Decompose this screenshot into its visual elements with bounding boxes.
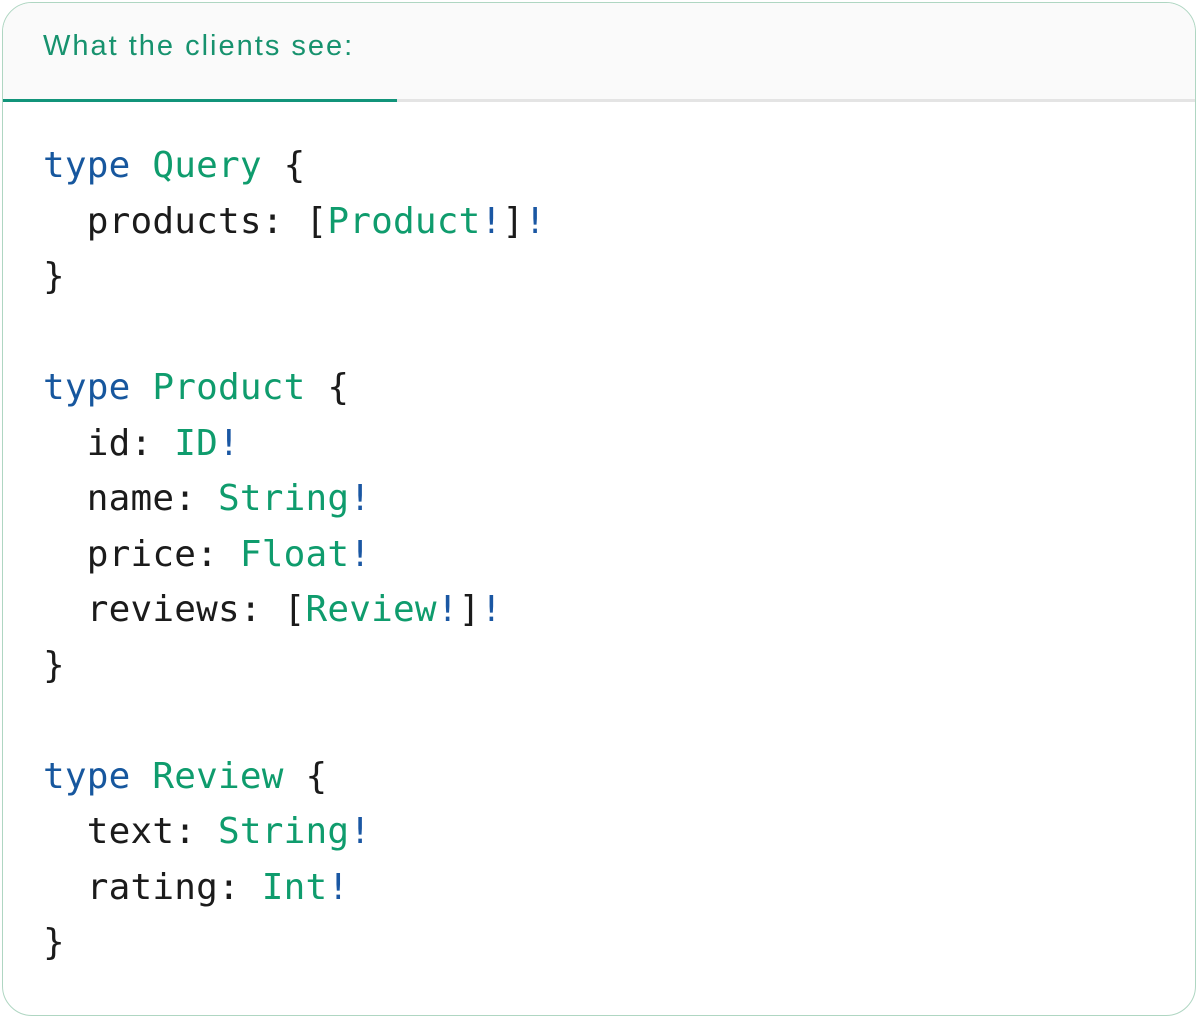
code-token-plain: { xyxy=(305,367,350,408)
code-token-plain xyxy=(131,145,153,186)
code-token-typename: Review xyxy=(305,589,437,630)
code-token-plain: name: xyxy=(43,478,218,519)
code-line: } xyxy=(43,638,1155,694)
code-token-keyword: type xyxy=(43,145,131,186)
code-token-typename: Review xyxy=(152,755,284,797)
code-block: type Query { products: [Product!]!}type … xyxy=(3,102,1195,1001)
code-token-typename: String xyxy=(218,478,350,519)
code-token-keyword: type xyxy=(43,367,131,408)
code-line: products: [Product!]! xyxy=(43,194,1155,250)
code-token-keyword: type xyxy=(43,755,131,797)
code-token-plain: products: [ xyxy=(43,200,328,242)
code-token-plain: id: xyxy=(43,422,175,464)
code-token-plain xyxy=(131,756,153,797)
code-line: type Review { xyxy=(43,749,1155,805)
code-line: type Query { xyxy=(43,138,1155,194)
code-token-typename: Query xyxy=(152,145,262,186)
code-line xyxy=(43,693,1155,749)
code-token-plain: ] xyxy=(502,200,525,242)
code-token-plain: ] xyxy=(458,589,481,630)
code-line: name: String! xyxy=(43,471,1155,527)
code-token-bang: ! xyxy=(218,422,240,464)
code-line: } xyxy=(43,249,1155,305)
code-line: } xyxy=(43,915,1155,971)
code-line: id: ID! xyxy=(43,416,1155,472)
code-token-bang: ! xyxy=(480,589,503,630)
code-token-typename: Product xyxy=(152,367,306,408)
tab-what-clients-see[interactable]: What the clients see: xyxy=(3,3,397,102)
code-token-plain: { xyxy=(261,145,306,186)
tab-bar: What the clients see: xyxy=(3,3,1195,102)
code-token-plain: price: xyxy=(43,533,240,575)
code-token-plain xyxy=(131,367,153,408)
code-line: text: String! xyxy=(43,804,1155,860)
code-line xyxy=(43,305,1155,361)
code-line: type Product { xyxy=(43,360,1155,416)
code-token-bang: ! xyxy=(436,589,459,630)
code-token-bang: ! xyxy=(349,533,372,575)
code-token-typename: String xyxy=(218,811,350,852)
code-token-plain: rating: xyxy=(43,866,262,908)
code-token-bang: ! xyxy=(327,866,350,908)
code-token-plain: { xyxy=(283,755,328,797)
code-token-bang: ! xyxy=(480,200,503,242)
code-token-plain: text: xyxy=(43,811,218,852)
code-token-plain: } xyxy=(43,922,65,963)
code-line: rating: Int! xyxy=(43,860,1155,916)
code-token-bang: ! xyxy=(349,811,372,852)
code-token-plain: } xyxy=(43,256,65,297)
code-token-plain: reviews: [ xyxy=(43,589,306,630)
code-token-typename: Product xyxy=(327,200,481,242)
code-token-bang: ! xyxy=(349,478,372,519)
code-token-typename: Int xyxy=(261,866,328,908)
code-line: reviews: [Review!]! xyxy=(43,582,1155,638)
code-token-bang: ! xyxy=(524,200,547,242)
code-line: price: Float! xyxy=(43,527,1155,583)
code-token-typename: ID xyxy=(174,422,218,464)
code-token-typename: Float xyxy=(239,533,350,575)
code-token-plain: } xyxy=(43,644,65,686)
tab-label: What the clients see: xyxy=(43,30,355,62)
